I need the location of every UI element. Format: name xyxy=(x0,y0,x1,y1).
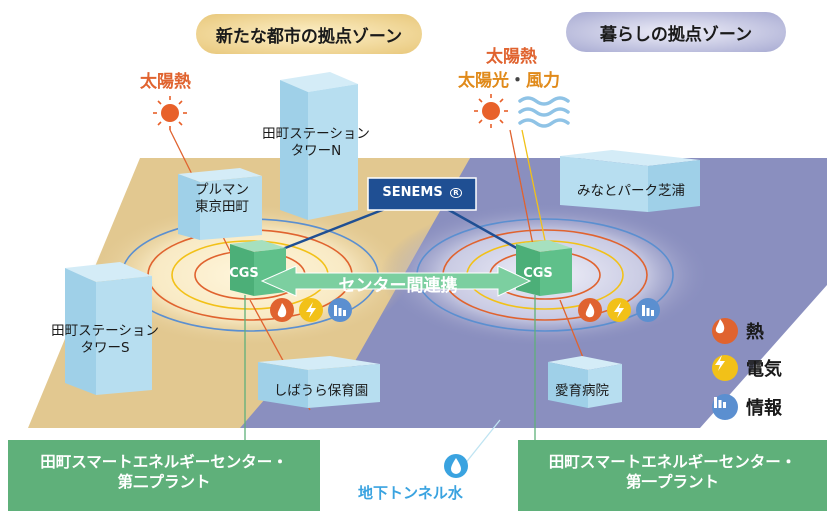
senems-box[interactable] xyxy=(367,177,477,211)
pv-wind-separator: ・ xyxy=(509,71,526,91)
hospital-label: 愛育病院 xyxy=(555,383,609,399)
tower-s-line2: タワーS xyxy=(80,340,130,356)
nursery-label: しばうら保育園 xyxy=(273,383,369,399)
first-plant-banner[interactable]: 田町スマートエネルギーセンター・ 第一プラント xyxy=(518,440,827,511)
second-plant-banner[interactable]: 田町スマートエネルギーセンター・ 第二プラント xyxy=(8,440,320,511)
first-plant-line1: 田町スマートエネルギーセンター・ xyxy=(548,453,797,471)
right-pv-wind-label: 太陽光・風力 xyxy=(458,66,560,91)
sun-icon xyxy=(153,96,187,130)
center-link-label: センター間連携 xyxy=(338,276,458,296)
legend-information: 情報 xyxy=(712,394,782,420)
cgs-right-label: CGS xyxy=(523,266,553,281)
cgs-left-icons xyxy=(270,298,352,322)
tower-n-label: 田町ステーション タワーN xyxy=(246,126,386,160)
legend-heat-label: 熱 xyxy=(746,322,764,343)
center-link-arrow[interactable] xyxy=(260,265,532,297)
second-plant-line2: 第二プラント xyxy=(117,473,211,491)
pv-label: 太陽光 xyxy=(458,71,509,91)
building-minato-park xyxy=(560,150,700,212)
flame-icon xyxy=(270,298,294,322)
registered-mark: R xyxy=(450,187,462,198)
bar-chart-icon xyxy=(328,298,352,322)
energy-network-diagram: 新たな都市の拠点ゾーン 暮らしの拠点ゾーン 太陽熱 太陽熱 太陽光・風力 田町ス… xyxy=(8,12,827,511)
minato-park-label: みなとパーク芝浦 xyxy=(577,183,685,199)
cgs-left-label: CGS xyxy=(229,266,259,281)
pullman-line1: プルマン xyxy=(195,182,249,198)
building-tower-n xyxy=(280,72,358,220)
legend-electricity: 電気 xyxy=(712,355,782,381)
bar-chart-icon xyxy=(712,394,738,420)
tower-s-line1: 田町ステーション xyxy=(51,323,159,339)
pullman-line2: 東京田町 xyxy=(195,199,249,215)
legend-heat: 熱 xyxy=(712,318,764,344)
senems-label[interactable]: SENEMS R xyxy=(368,185,476,200)
cgs-right-icons xyxy=(578,298,660,322)
wind-label: 風力 xyxy=(526,71,560,91)
left-zone-title-text: 新たな都市の拠点ゾーン xyxy=(215,26,403,47)
bar-chart-icon xyxy=(636,298,660,322)
lightning-icon xyxy=(299,298,323,322)
left-solar-heat-label: 太陽熱 xyxy=(140,72,191,92)
left-zone-title: 新たな都市の拠点ゾーン xyxy=(196,14,422,54)
sun-icon xyxy=(474,94,508,128)
tower-n-line1: 田町ステーション xyxy=(262,126,370,142)
flame-icon xyxy=(712,318,738,344)
flame-icon xyxy=(578,298,602,322)
tower-n-line2: タワーN xyxy=(290,143,342,159)
second-plant-line1: 田町スマートエネルギーセンター・ xyxy=(40,453,288,471)
first-plant-line2: 第一プラント xyxy=(625,473,719,491)
diagram-graphics xyxy=(28,72,827,478)
legend-information-label: 情報 xyxy=(746,398,782,419)
legend-electricity-label: 電気 xyxy=(746,359,782,380)
pullman-label: プルマン 東京田町 xyxy=(180,182,264,216)
building-nursery xyxy=(258,356,380,408)
registered-mark-letter: R xyxy=(453,188,459,197)
right-zone-title: 暮らしの拠点ゾーン xyxy=(566,12,786,52)
lightning-icon xyxy=(607,298,631,322)
right-solar-heat-label: 太陽熱 xyxy=(486,47,537,67)
senems-links xyxy=(279,203,521,252)
lightning-icon xyxy=(712,355,738,381)
water-drop-icon xyxy=(444,454,468,478)
groundwater-label: 地下トンネル水 xyxy=(358,484,463,502)
building-tower-s xyxy=(65,262,152,395)
building-pullman xyxy=(178,168,262,240)
senems-text: SENEMS xyxy=(382,185,443,200)
wind-icon xyxy=(518,96,570,128)
tower-s-label: 田町ステーション タワーS xyxy=(35,323,175,357)
cgs-right-cube xyxy=(516,240,572,296)
right-zone-title-text: 暮らしの拠点ゾーン xyxy=(599,24,753,45)
building-hospital xyxy=(548,356,622,408)
